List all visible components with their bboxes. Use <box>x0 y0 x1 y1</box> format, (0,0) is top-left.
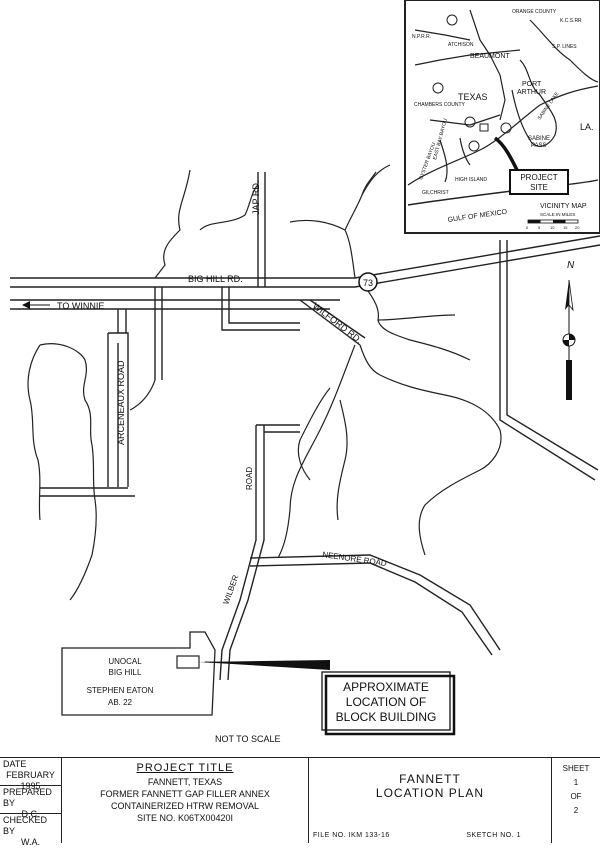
vm-high-island: HIGH ISLAND <box>455 177 487 183</box>
vm-port: PORT <box>522 81 542 88</box>
creeks <box>27 164 502 601</box>
highway-73-label: 73 <box>363 278 373 288</box>
vm-title: VICINITY MAP <box>540 203 587 210</box>
vm-tick-5: 5 <box>538 225 541 230</box>
abstract-label: AB. 22 <box>108 698 133 707</box>
vm-tick-0: 0 <box>526 225 529 230</box>
vm-arthur: ARTHUR <box>517 89 546 96</box>
to-winnie-arrow <box>22 301 50 309</box>
sheet-of: OF <box>570 792 582 801</box>
project-title-label: PROJECT TITLE <box>136 762 234 774</box>
vm-npm: N.P.R.R. <box>412 34 431 40</box>
checked-value: W.A. <box>20 837 40 847</box>
vm-tick-15: 15 <box>563 225 568 230</box>
vm-tick-20: 20 <box>575 225 580 230</box>
callout-line2: LOCATION OF <box>346 695 426 709</box>
date-value: FEBRUARY 1995 <box>6 770 55 791</box>
sheet-label: SHEET <box>562 764 590 773</box>
stephen-eaton-label: STEPHEN EATON <box>87 686 154 695</box>
vm-tick-10: 10 <box>550 225 555 230</box>
highway-73-shield: 73 <box>358 272 378 292</box>
sketch-no: SKETCH NO. 1 <box>466 832 521 839</box>
big-hill-road-label: BIG HILL RD. <box>188 274 243 284</box>
vm-gilchrist: GILCHRIST <box>422 190 449 196</box>
vm-la: LA. <box>580 122 594 132</box>
arceneaux-road-label: ARCENEAUX ROAD <box>116 360 126 445</box>
prepared-label: PREPARED BY <box>3 787 52 808</box>
vm-orange: ORANGE COUNTY <box>512 9 557 15</box>
project-line2: FORMER FANNETT GAP FILLER ANNEX <box>100 789 270 799</box>
north-label: N <box>567 260 575 271</box>
project-line4: SITE NO. K06TX00420I <box>136 813 234 823</box>
file-no: FILE NO. IKM 133-16 <box>313 832 390 839</box>
checked-label: CHECKED BY <box>3 815 48 836</box>
vm-chambers: CHAMBERS COUNTY <box>414 102 466 108</box>
prepared-row: PREPARED BY D.C. <box>0 786 61 819</box>
plan-line1: FANNETT <box>399 772 461 786</box>
vm-texas: TEXAS <box>458 92 488 102</box>
plan-title-cell: FANNETT LOCATION PLAN FILE NO. IKM 133-1… <box>309 758 552 843</box>
title-block: DATE FEBRUARY 1995 PREPARED BY D.C. CHEC… <box>0 757 600 847</box>
north-arrow: N <box>562 260 576 400</box>
block-building-callout <box>321 671 456 736</box>
prepared-value: D.C. <box>21 809 40 819</box>
vm-beaumont: BEAUMONT <box>470 53 510 60</box>
property-boundary <box>61 631 331 716</box>
vm-pass: PASS <box>531 143 547 149</box>
vm-ksr: K.C.S.RR <box>560 18 582 24</box>
project-line3: CONTAINERIZED HTRW REMOVAL <box>110 801 259 811</box>
sheet-num: 1 <box>573 778 579 787</box>
vm-site-label: SITE <box>530 183 548 192</box>
vm-scale-label: SCALE IN MILES <box>540 212 575 217</box>
road-label: ROAD <box>245 467 254 490</box>
not-to-scale-label: NOT TO SCALE <box>215 734 281 744</box>
title-block-meta: DATE FEBRUARY 1995 PREPARED BY D.C. CHEC… <box>0 758 62 847</box>
plan-line2: LOCATION PLAN <box>375 786 485 800</box>
project-title-cell: PROJECT TITLE FANNETT, TEXAS FORMER FANN… <box>62 758 309 843</box>
sheet-cell: SHEET 1 OF 2 <box>552 758 600 843</box>
jap-road-label: JAP RD. <box>251 181 261 215</box>
vm-sp-lines: S.P. LINES <box>552 44 577 50</box>
callout-line1: APPROXIMATE <box>343 680 429 694</box>
big-hill-label: BIG HILL <box>109 668 142 677</box>
callout-line3: BLOCK BUILDING <box>336 710 437 724</box>
checked-row: CHECKED BY W.A. <box>0 814 61 847</box>
vm-project-label: PROJECT <box>520 173 557 182</box>
project-line1: FANNETT, TEXAS <box>147 777 223 787</box>
to-winnie-label: TO WINNIE <box>57 301 104 311</box>
date-label: DATE <box>3 759 27 769</box>
vm-atchison: ATCHISON <box>448 42 474 48</box>
unocal-label: UNOCAL <box>108 657 142 666</box>
vm-scale-bar <box>527 219 579 224</box>
date-row: DATE FEBRUARY 1995 <box>0 758 61 791</box>
road-network <box>10 172 600 681</box>
vicinity-map-inset: BEAUMONT TEXAS PORT ARTHUR LA. SABINE PA… <box>404 0 600 234</box>
vm-sabine: SABINE <box>528 136 550 142</box>
sheet-total: 2 <box>573 806 579 815</box>
block-building <box>176 655 200 669</box>
